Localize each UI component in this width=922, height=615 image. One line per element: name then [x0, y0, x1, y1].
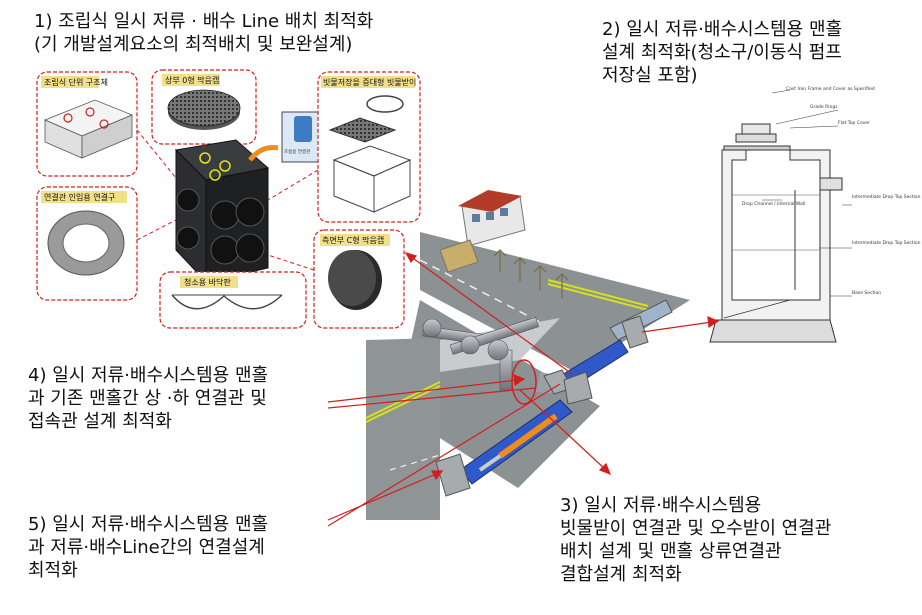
bottom-plate-label: 청소용 바닥판 — [184, 277, 231, 287]
highlight-ellipse — [511, 359, 537, 405]
manhole-section: Cast Iron Frame and Cover as Specified G… — [709, 86, 921, 343]
caption-4-line: 4) 일시 저류·배수시스템용 맨홀 — [28, 365, 269, 386]
caption-5-line: 5) 일시 저류·배수시스템용 맨홀 — [28, 514, 269, 535]
manholes — [435, 315, 649, 497]
callout-arrows — [327, 252, 720, 527]
caption-2-line: 저장실 포함) — [602, 65, 698, 86]
inlet-box: 빗물저장을 증대형 빗물받이 — [317, 71, 421, 223]
label-slab: Flat Top Cover — [838, 120, 870, 126]
connector-box: 연결관 인입용 연결구 — [36, 186, 138, 301]
small-inset: 흐름용 연결관 — [281, 111, 325, 163]
svg-text:흐름용 연결관: 흐름용 연결관 — [284, 148, 310, 155]
label-rings: Grade Rings — [810, 104, 838, 110]
label-drop: Drop Channel / Internal Wall — [742, 201, 805, 207]
caption-5-line: 과 저류·배수Line간의 연결설계 — [28, 537, 265, 558]
caption-1: 1) 조립식 일시 저류 · 배수 Line 배치 최적화 (기 개발설계요소의… — [34, 10, 373, 56]
label-top-section: Intermediate Drop Top Section — [852, 194, 921, 200]
caption-2: 2) 일시 저류·배수시스템용 맨홀 설계 최적화(청소구/이동식 펌프 저장실… — [602, 18, 842, 87]
pipe-network — [422, 316, 540, 391]
building — [439, 190, 526, 273]
caption-3-line: 3) 일시 저류·배수시스템용 — [560, 495, 762, 516]
component-panel: 조립식 단위 구조체 상부 0형 막음캡 연결관 인입용 연결구 — [36, 69, 421, 329]
caption-4: 4) 일시 저류·배수시스템용 맨홀 과 기존 맨홀간 상 ·하 연결관 및 접… — [28, 364, 268, 433]
street-scene — [365, 190, 690, 520]
caption-5-line: 최적화 — [28, 560, 78, 581]
trees — [493, 249, 569, 298]
caption-3-line: 배치 설계 및 맨홀 상류연결관 — [560, 541, 782, 562]
caption-3-line: 빗물받이 연결관 및 오수받이 연결관 — [560, 518, 832, 539]
label-frame: Cast Iron Frame and Cover as Specified — [786, 86, 875, 92]
caption-1-line: (기 개발설계요소의 최적배치 및 보완설계) — [34, 34, 353, 55]
top-cap-box: 상부 0형 막음캡 — [151, 69, 257, 145]
connector-label: 연결관 인입용 연결구 — [44, 192, 115, 202]
caption-4-line: 접속관 설계 최적화 — [28, 411, 172, 432]
unit-structure-box: 조립식 단위 구조체 — [36, 71, 138, 177]
side-cap-box: 측면부 C형 막음캡 — [313, 229, 405, 329]
panel-connector-lines — [136, 129, 319, 271]
caption-3: 3) 일시 저류·배수시스템용 빗물받이 연결관 및 오수받이 연결관 배치 설… — [560, 494, 831, 586]
caption-2-line: 2) 일시 저류·배수시스템용 맨홀 — [602, 19, 843, 40]
caption-5: 5) 일시 저류·배수시스템용 맨홀 과 저류·배수Line간의 연결설계 최적… — [28, 513, 268, 582]
label-int-section: Intermediate Drop Top Section — [852, 240, 921, 246]
top-cap-label: 상부 0형 막음캡 — [165, 75, 219, 85]
road-left — [366, 338, 440, 520]
side-cap-label: 측면부 C형 막음캡 — [322, 235, 384, 245]
caption-4-line: 과 기존 맨홀간 상 ·하 연결관 및 — [28, 388, 267, 409]
unit-structure-label: 조립식 단위 구조체 — [44, 77, 108, 87]
label-base: Base Section — [852, 290, 881, 296]
inlet-label: 빗물저장을 증대형 빗물받이 — [323, 77, 416, 87]
caption-2-line: 설계 최적화(청소구/이동식 펌프 — [602, 42, 842, 63]
caption-1-line: 1) 조립식 일시 저류 · 배수 Line 배치 최적화 — [34, 11, 374, 32]
bottom-plate-box: 청소용 바닥판 — [159, 271, 307, 329]
central-module — [174, 139, 279, 284]
caption-3-line: 결합설계 최적화 — [560, 564, 682, 585]
